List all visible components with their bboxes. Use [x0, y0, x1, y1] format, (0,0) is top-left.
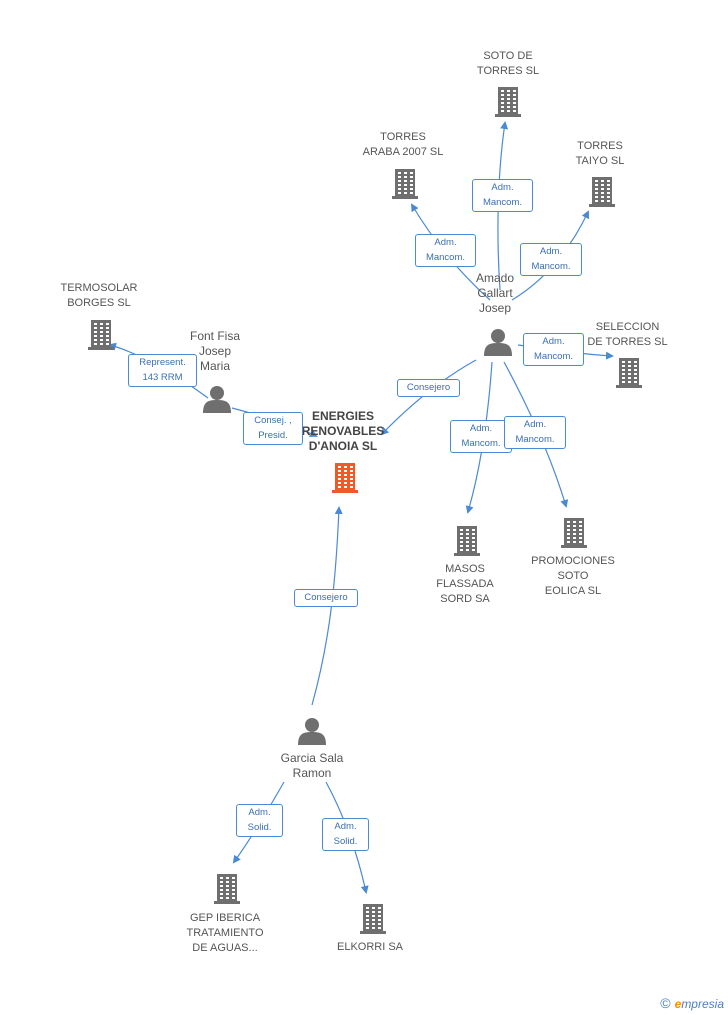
person-icon-font[interactable]	[203, 386, 231, 413]
relation-adm-solid-elkorri[interactable]: Adm. Solid.	[322, 818, 369, 851]
building-icon-promociones[interactable]	[561, 518, 587, 548]
building-icon-torres-araba[interactable]	[392, 169, 418, 199]
relation-adm-solid-gep[interactable]: Adm. Solid.	[236, 804, 283, 837]
building-icon-soto-de-torres[interactable]	[495, 87, 521, 117]
building-icon-seleccion[interactable]	[616, 358, 642, 388]
relation-adm-mancom-promociones[interactable]: Adm. Mancom.	[504, 416, 566, 449]
company-gep-iberica[interactable]: GEP IBERICA TRATAMIENTO DE AGUAS...	[186, 912, 264, 954]
company-elkorri[interactable]: ELKORRI SA	[336, 941, 404, 953]
person-garcia-sala[interactable]: Garcia Sala Ramon	[280, 751, 344, 780]
company-soto-de-torres[interactable]: SOTO DE TORRES SL	[476, 50, 540, 77]
relation-adm-mancom-soto[interactable]: Adm. Mancom.	[472, 179, 533, 212]
relation-represent-termosolar[interactable]: Represent. 143 RRM	[128, 354, 197, 387]
person-icon-amado[interactable]	[484, 329, 512, 356]
relation-consej-presid[interactable]: Consej. , Presid.	[243, 412, 303, 445]
relation-consejero-amado[interactable]: Consejero	[397, 379, 460, 397]
company-termosolar-borges[interactable]: TERMOSOLAR BORGES SL	[60, 282, 138, 309]
company-torres-taiyo[interactable]: TORRES TAIYO SL	[575, 140, 625, 167]
person-font-fisa[interactable]: Font Fisa Josep Maria	[189, 329, 240, 373]
company-seleccion-de-torres[interactable]: SELECCION DE TORRES SL	[587, 321, 668, 348]
relation-adm-mancom-taiyo[interactable]: Adm. Mancom.	[520, 243, 582, 276]
company-masos-flassada[interactable]: MASOS FLASSADA SORD SA	[436, 563, 494, 605]
building-icon-main[interactable]	[332, 463, 358, 493]
person-icon-garcia[interactable]	[298, 718, 326, 745]
empresia-footer[interactable]: ©empresia	[660, 995, 724, 1011]
building-icon-elkorri[interactable]	[360, 904, 386, 934]
company-energies-renovables-main[interactable]: ENERGIES RENOVABLES D'ANOIA SL	[301, 409, 385, 453]
brand-name: mpresia	[681, 997, 724, 1011]
building-icon-gep[interactable]	[214, 874, 240, 904]
relation-adm-mancom-seleccion[interactable]: Adm. Mancom.	[523, 333, 584, 366]
building-icon-masos[interactable]	[454, 526, 480, 556]
building-icon-torres-taiyo[interactable]	[589, 177, 615, 207]
relation-adm-mancom-araba[interactable]: Adm. Mancom.	[415, 234, 476, 267]
copyright-icon: ©	[660, 995, 671, 1011]
company-promociones-soto[interactable]: PROMOCIONES SOTO EOLICA SL	[531, 555, 615, 597]
person-amado-gallart[interactable]: Amado Gallart Josep	[475, 271, 515, 315]
brand-e: e	[674, 997, 682, 1011]
company-torres-araba[interactable]: TORRES ARABA 2007 SL	[362, 131, 444, 158]
relation-consejero-garcia[interactable]: Consejero	[294, 589, 358, 607]
edge-garcia-main	[311, 506, 343, 706]
building-icon-termosolar[interactable]	[88, 320, 114, 350]
relation-adm-mancom-masos[interactable]: Adm. Mancom.	[450, 420, 512, 453]
